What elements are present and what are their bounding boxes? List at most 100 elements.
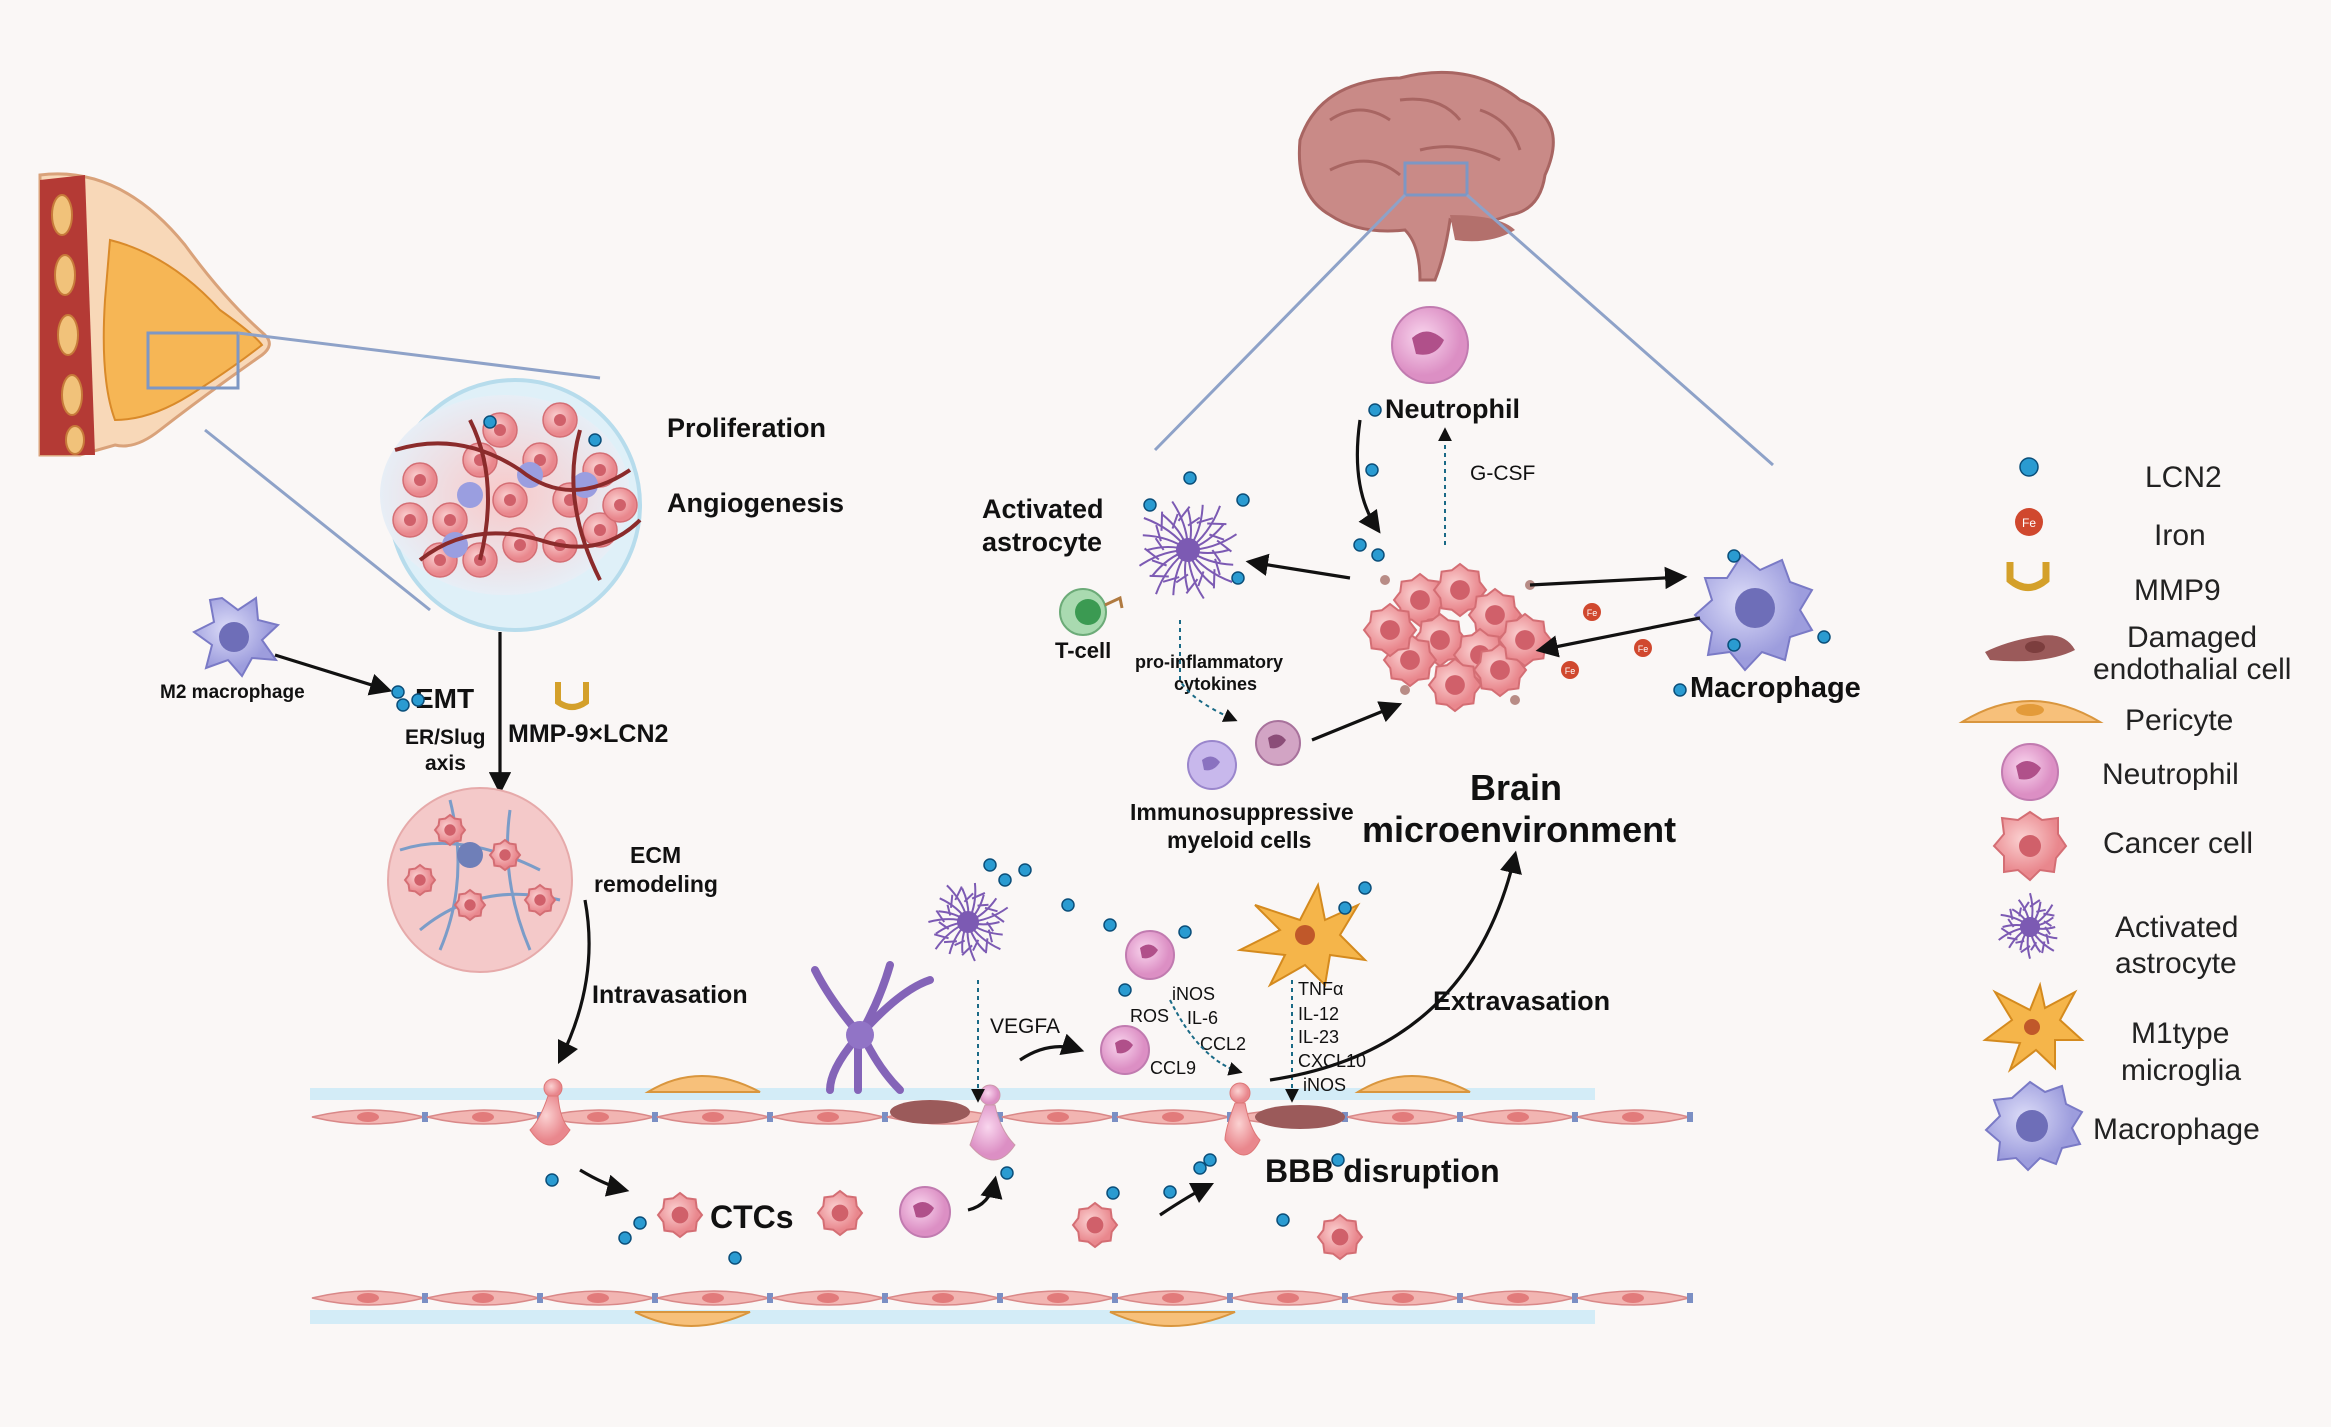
svg-text:Fe: Fe [2022,516,2036,530]
macrophage-brain [1693,553,1814,672]
arrow-tumor-to-macrophage [1529,566,1688,590]
legend-microglia-2: microglia [2121,1054,2241,1087]
extravasating-cancer-cell-2 [1224,1082,1261,1156]
m1-microglia-cell [1236,881,1368,988]
il12-label: IL-12 [1298,1004,1339,1024]
inos-label: iNOS [1172,984,1215,1004]
brain-cancer-cell [1432,562,1488,618]
legend-damaged-2: endothalial cell [2093,653,2291,686]
brain-zoom-line [1466,193,1774,467]
macrophage-icon [1984,1080,2084,1172]
blood-vessel [310,1075,1693,1327]
breast-illustration [38,172,271,457]
ctc-neutrophil [899,1186,951,1238]
legend-pericyte: Pericyte [2125,704,2233,737]
il6-label: IL-6 [1187,1008,1218,1028]
ecm-label: ECM [630,842,681,868]
gcsf-label: G-CSF [1470,462,1535,485]
arrow-tumor-to-astrocyte [1245,553,1351,580]
arrow-m2-to-emt [274,653,393,696]
legend-cancer-cell: Cancer cell [2103,827,2253,860]
intravasating-cancer-cell [529,1078,571,1146]
neutrophil-label: Neutrophil [1385,394,1520,424]
lcn2-dots [391,403,1831,1265]
brain-cancer-cell [1427,657,1483,713]
ctcs-label: CTCs [710,1199,794,1235]
intravasation-label: Intravasation [592,981,748,1009]
ecm-cancer-cell [523,883,557,917]
zoom-line [237,331,601,380]
mmp9-lcn2-label: MMP-9×LCN2 [508,720,668,748]
microglia-icon [1982,981,2085,1073]
ecm-remodeling-cluster [387,787,573,973]
arrow-to-intravasation [557,899,591,1065]
bbb-disruption-label: BBB disruption [1265,1153,1500,1189]
remodeling-label: remodeling [594,871,718,897]
legend-microglia: M1type [2131,1017,2229,1050]
ecm-cancer-cell [453,888,487,922]
ctc-cancer-cell [1316,1213,1364,1261]
proliferation-label: Proliferation [667,413,826,443]
brain-label: Brain [1470,767,1562,808]
er-slug-label: ER/Slug [405,726,486,749]
arrow-to-neutrophils [1019,1033,1085,1062]
ctc-cancer-cell [816,1189,864,1237]
immunosuppressive-label-1: Immunosuppressive [1130,799,1354,825]
arrow-extravasation [1269,850,1522,1082]
cxcl10-label: CXCL10 [1298,1051,1366,1071]
iron-icon: Fe [2015,508,2043,536]
vegfa-label: VEGFA [990,1015,1060,1038]
legend: LCN2 Fe Iron MMP9 Damaged endothalial ce… [1958,457,2291,1172]
activated-astrocyte-cell [1138,500,1238,600]
cytokine-arrow [1169,999,1243,1076]
immunosuppressive-myeloid-cells [1187,720,1301,790]
neutrophil-icon [2001,743,2059,801]
svg-text:Fe: Fe [1587,608,1598,618]
damaged-endothelial-icon [1985,635,2075,662]
brain-illustration [1297,70,1555,282]
pro-inflammatory-label: pro-inflammatory [1135,652,1283,672]
ecm-cancer-cell [433,813,467,847]
cancer-cell-icon [1992,810,2068,882]
svg-text:Fe: Fe [1565,666,1576,676]
arrow-macrophage-to-tumor [1535,616,1701,658]
t-cell-label: T-cell [1055,638,1111,663]
pericyte-icon [1958,700,2104,723]
tnfa-label: TNFα [1298,979,1343,999]
astrocyte-vegfa [928,882,1009,962]
immunosuppressive-label-2: myeloid cells [1167,827,1311,853]
neutrophil-brain [1391,306,1469,384]
ros-label: ROS [1130,1006,1169,1026]
m2-macrophage-label: M2 macrophage [160,682,305,703]
ccl9-label: CCL9 [1150,1058,1196,1078]
arrow-to-ctcs [579,1168,630,1197]
legend-damaged: Damaged [2127,621,2257,654]
legend-mmp9: MMP9 [2134,574,2221,607]
legend-neutrophil: Neutrophil [2102,758,2239,791]
cytokines-label: cytokines [1174,674,1257,694]
macrophage-label: Macrophage [1690,672,1861,704]
arrow-neutrophil-up [967,1175,1003,1212]
activated-astrocyte-label-2: astrocyte [982,527,1102,557]
zoom-line [204,428,431,612]
inos2-label: iNOS [1303,1075,1346,1095]
mmp9-legend-icon [2006,562,2050,591]
legend-astrocyte-2: astrocyte [2115,947,2237,980]
brain-zoom-line [1153,193,1407,452]
il23-label: IL-23 [1298,1027,1339,1047]
brain-cancer-cell [1497,612,1553,668]
microenvironment-label: microenvironment [1362,809,1676,850]
legend-astrocyte: Activated [2115,911,2238,944]
ccl2-label: CCL2 [1200,1034,1246,1054]
metastatic-tumor-cluster [1362,562,1553,713]
legend-iron: Iron [2154,519,2206,552]
legend-macrophage: Macrophage [2093,1113,2260,1146]
svg-text:Fe: Fe [1638,644,1649,654]
axis-label: axis [425,752,466,775]
m2-macrophage-cell [192,596,281,678]
ecm-cancer-cell [403,863,437,897]
arrow-ctc-up [1159,1182,1215,1217]
emt-label: EMT [415,683,474,714]
ctc-cancer-cell [1071,1201,1119,1249]
